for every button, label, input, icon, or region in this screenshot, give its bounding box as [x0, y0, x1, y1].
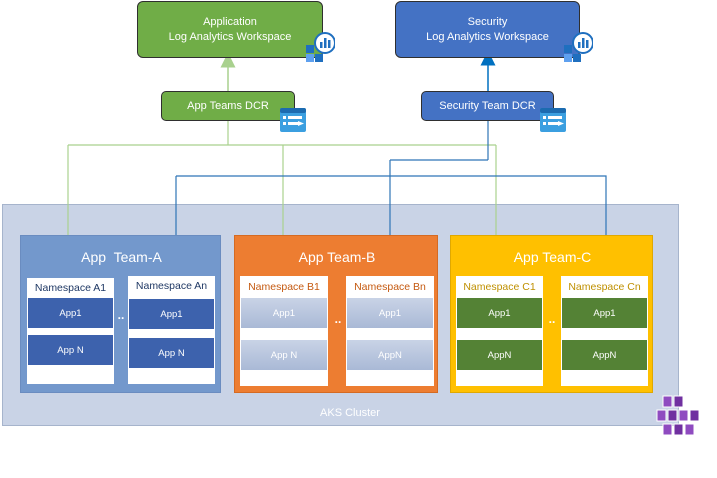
app-an-app1[interactable]: App1 [129, 299, 214, 329]
namespace-an-title: Namespace An [135, 280, 208, 292]
team-b-title: App Team-B [298, 249, 376, 265]
team-c-box[interactable]: App Team-C Namespace C1 App1 AppN .. Nam… [450, 235, 653, 393]
security-workspace-subtitle: Log Analytics Workspace [426, 30, 549, 43]
app-c1-appn[interactable]: AppN [457, 340, 542, 370]
namespace-b1-title: Namespace B1 [248, 281, 320, 293]
namespace-c1-title: Namespace C1 [463, 281, 536, 293]
security-team-dcr-label: Security Team DCR [439, 100, 536, 112]
security-workspace[interactable]: Security Log Analytics Workspace [395, 1, 580, 58]
app-a1-appn[interactable]: App N [28, 335, 113, 365]
data-collection-rule-icon [279, 107, 307, 133]
aks-cluster-icon [654, 394, 710, 442]
app-c1-app1[interactable]: App1 [457, 298, 542, 328]
app-cn-appn[interactable]: AppN [562, 340, 647, 370]
security-team-dcr[interactable]: Security Team DCR [421, 91, 554, 121]
namespace-b1[interactable]: Namespace B1 App1 App N [240, 276, 328, 386]
team-a-box[interactable]: App Team-A Namespace A1 App1 App N .. Na… [20, 235, 221, 393]
security-workspace-title: Security [467, 15, 508, 28]
aks-cluster-label: AKS Cluster [320, 407, 380, 419]
namespace-cn[interactable]: Namespace Cn App1 AppN [561, 276, 648, 386]
ellipsis: .. [117, 308, 125, 322]
app-a1-app1[interactable]: App1 [28, 298, 113, 328]
app-teams-dcr[interactable]: App Teams DCR [161, 91, 295, 121]
team-c-title: App Team-C [513, 249, 592, 265]
app-b1-app1[interactable]: App1 [241, 298, 327, 328]
application-workspace[interactable]: Application Log Analytics Workspace [137, 1, 323, 58]
application-workspace-title: Application [203, 15, 257, 28]
ellipsis: .. [334, 312, 342, 326]
namespace-bn[interactable]: Namespace Bn App1 AppN [346, 276, 434, 386]
app-cn-app1[interactable]: App1 [562, 298, 647, 328]
team-a-title: App Team-A [81, 249, 162, 265]
data-collection-rule-icon [539, 107, 567, 133]
namespace-bn-title: Namespace Bn [354, 281, 426, 293]
namespace-a1[interactable]: Namespace A1 App1 App N [27, 278, 114, 384]
ellipsis: .. [548, 312, 556, 326]
namespace-an[interactable]: Namespace An App1 App N [128, 276, 215, 384]
app-teams-dcr-label: App Teams DCR [187, 100, 269, 112]
namespace-a1-title: Namespace A1 [34, 282, 107, 294]
app-an-appn[interactable]: App N [129, 338, 214, 368]
log-analytics-icon [563, 31, 594, 63]
namespace-cn-title: Namespace Cn [568, 281, 641, 293]
application-workspace-subtitle: Log Analytics Workspace [168, 30, 292, 43]
app-bn-appn[interactable]: AppN [347, 340, 433, 370]
app-bn-app1[interactable]: App1 [347, 298, 433, 328]
namespace-c1[interactable]: Namespace C1 App1 AppN [456, 276, 543, 386]
app-b1-appn[interactable]: App N [241, 340, 327, 370]
team-b-box[interactable]: App Team-B Namespace B1 App1 App N .. Na… [234, 235, 438, 393]
